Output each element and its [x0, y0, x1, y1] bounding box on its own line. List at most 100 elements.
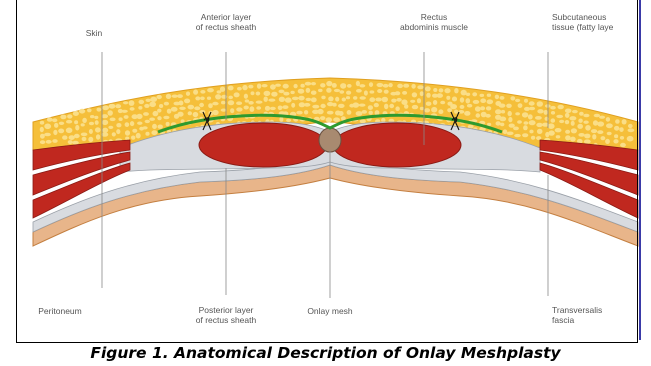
fat-globule [275, 84, 281, 87]
fat-globule [620, 143, 626, 147]
fat-globule [283, 92, 289, 96]
fat-globule [605, 139, 610, 144]
fat-globule [622, 119, 627, 124]
fat-globule [264, 91, 271, 96]
fat-globule [292, 97, 299, 101]
fat-globule [145, 132, 149, 136]
fat-globule [360, 96, 366, 99]
fat-globule [452, 97, 457, 102]
fat-globule [342, 98, 346, 102]
fat-globule [377, 89, 382, 93]
fat-globule [454, 110, 458, 114]
fat-globule [102, 128, 108, 133]
fat-globule [594, 114, 600, 118]
fat-globule [220, 87, 225, 92]
fat-globule [167, 109, 172, 114]
fat-globule [487, 99, 494, 104]
fat-globule [565, 113, 570, 118]
fat-globule [119, 117, 123, 121]
fat-globule [129, 100, 135, 106]
fat-globule [82, 118, 87, 123]
fat-globule [40, 134, 45, 139]
fat-globule [579, 112, 584, 116]
fat-globule [326, 81, 332, 86]
fat-globule [583, 121, 588, 124]
fat-globule [125, 130, 130, 135]
fat-globule [404, 104, 408, 109]
fat-globule [356, 111, 363, 116]
fat-globule [571, 128, 577, 133]
fat-globule [555, 128, 562, 132]
fat-globule [212, 102, 218, 106]
label-skin: Skin [74, 28, 114, 38]
fat-globule [137, 122, 142, 125]
fat-globule [265, 106, 270, 111]
fat-globule [186, 92, 190, 96]
fat-globule [412, 92, 417, 97]
fat-globule [333, 117, 340, 122]
fat-globule [368, 105, 373, 110]
fat-globule [327, 111, 334, 115]
fat-globule [40, 121, 44, 125]
fat-globule [54, 123, 58, 128]
fat-globule [537, 129, 543, 134]
fat-globule [256, 101, 263, 104]
fat-globule [499, 104, 506, 108]
fat-globule [207, 97, 211, 100]
fat-globule [144, 104, 149, 108]
fat-globule [433, 100, 437, 105]
fat-globule [236, 107, 242, 111]
fat-globule [599, 116, 605, 119]
fat-globule [506, 104, 512, 108]
fat-globule [501, 110, 505, 114]
fat-globule [513, 126, 519, 130]
fat-globule [403, 84, 409, 88]
fat-globule [116, 123, 121, 127]
fat-globule [384, 90, 389, 94]
fat-globule [110, 118, 116, 122]
label-anterior-layer: Anterior layer of rectus sheath [166, 12, 286, 32]
fat-globule [285, 97, 292, 102]
fat-globule [578, 133, 584, 137]
fat-globule [369, 97, 375, 102]
frame-left-border [16, 0, 17, 343]
fat-globule [102, 120, 108, 125]
peritoneum-band [33, 165, 638, 246]
fat-globule [290, 91, 294, 94]
rectus-muscle-left [199, 123, 327, 167]
page-edge-bar [639, 0, 641, 340]
fat-globule [607, 132, 612, 135]
fat-globule [215, 94, 221, 99]
fat-globule [102, 114, 109, 118]
fat-globule [425, 86, 431, 91]
fat-globule [53, 130, 57, 135]
fat-globule [326, 117, 332, 122]
fat-globule [411, 84, 415, 89]
fat-globule [444, 88, 450, 93]
fat-globule [353, 96, 357, 100]
fat-globule [508, 117, 512, 122]
fat-globule [270, 107, 276, 110]
fat-globule [199, 110, 205, 114]
fat-globule [397, 84, 403, 88]
fat-globule [44, 124, 51, 130]
fat-globule [476, 113, 481, 117]
fat-globule [591, 129, 597, 133]
fat-globule [200, 97, 205, 101]
fat-globule [294, 84, 298, 88]
fat-globule [282, 105, 288, 109]
fat-globule [212, 110, 218, 115]
fat-globule [130, 121, 134, 126]
fat-globule [68, 140, 73, 144]
fat-globule [312, 105, 319, 109]
fat-globule [614, 126, 619, 131]
fat-globule [145, 120, 150, 123]
fat-globule [523, 125, 528, 130]
fat-globule [125, 122, 130, 127]
fat-globule [152, 124, 157, 129]
fat-globule [157, 116, 161, 120]
fat-globule [473, 100, 480, 104]
fat-globule [529, 101, 535, 105]
fat-globule [124, 115, 129, 119]
